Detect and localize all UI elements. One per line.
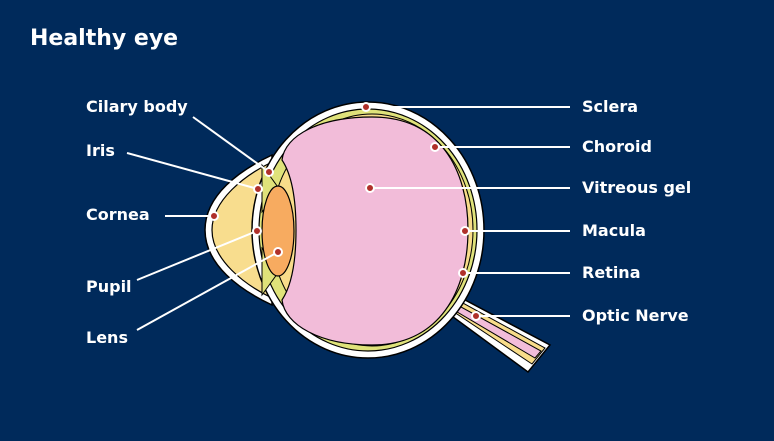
- optic-nerve: [428, 291, 552, 374]
- marker-pupil: [252, 226, 262, 236]
- marker-ciliary-body: [264, 167, 274, 177]
- label-sclera: Sclera: [582, 97, 639, 116]
- marker-lens: [273, 247, 283, 257]
- vitreous-gel: [281, 116, 469, 346]
- leader-lines: [126, 106, 570, 331]
- label-ciliary-body: Cilary body: [86, 97, 188, 116]
- label-lens: Lens: [86, 328, 128, 347]
- label-retina: Retina: [582, 263, 641, 282]
- label-choroid: Choroid: [582, 137, 652, 156]
- marker-macula: [460, 226, 470, 236]
- label-pupil: Pupil: [86, 277, 132, 296]
- marker-optic-nerve: [471, 311, 481, 321]
- label-iris: Iris: [86, 141, 115, 160]
- marker-iris: [253, 184, 263, 194]
- label-optic-nerve: Optic Nerve: [582, 306, 689, 325]
- marker-vitreous-gel: [365, 183, 375, 193]
- marker-sclera: [361, 102, 371, 112]
- label-cornea: Cornea: [86, 205, 150, 224]
- marker-choroid: [430, 142, 440, 152]
- marker-retina: [458, 268, 468, 278]
- marker-cornea: [209, 211, 219, 221]
- diagram-title: Healthy eye: [30, 26, 179, 51]
- label-macula: Macula: [582, 221, 646, 240]
- lens: [261, 185, 295, 277]
- label-vitreous-gel: Vitreous gel: [582, 178, 692, 197]
